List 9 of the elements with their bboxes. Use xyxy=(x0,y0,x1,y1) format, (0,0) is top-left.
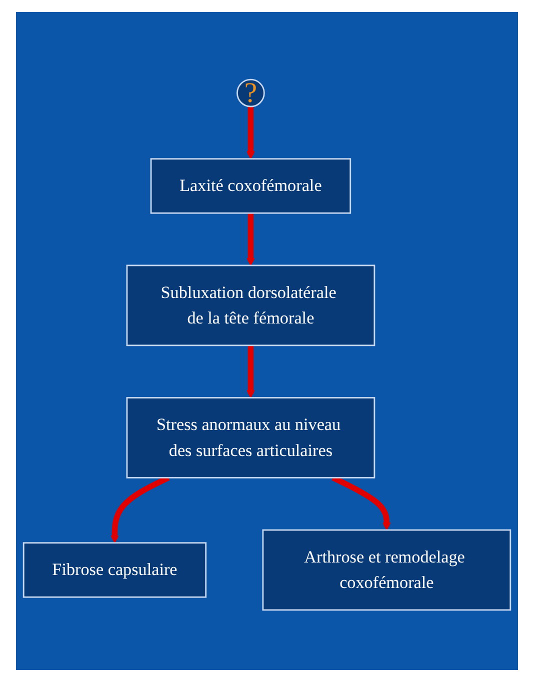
node-box: Arthrose et remodelage coxofémorale xyxy=(262,530,512,611)
arrow xyxy=(246,346,255,398)
node-box: Stress anormaux au niveau des surfaces articulaires xyxy=(126,397,376,479)
node-box: Fibrose capsulaire xyxy=(22,542,207,598)
arrow xyxy=(246,106,255,160)
node-box: Subluxation dorsolatérale de la tête fémorale xyxy=(126,264,376,346)
node-box: Laxité coxofémorale xyxy=(150,158,352,214)
arrow xyxy=(246,213,255,266)
node-circle: ? xyxy=(236,79,265,108)
